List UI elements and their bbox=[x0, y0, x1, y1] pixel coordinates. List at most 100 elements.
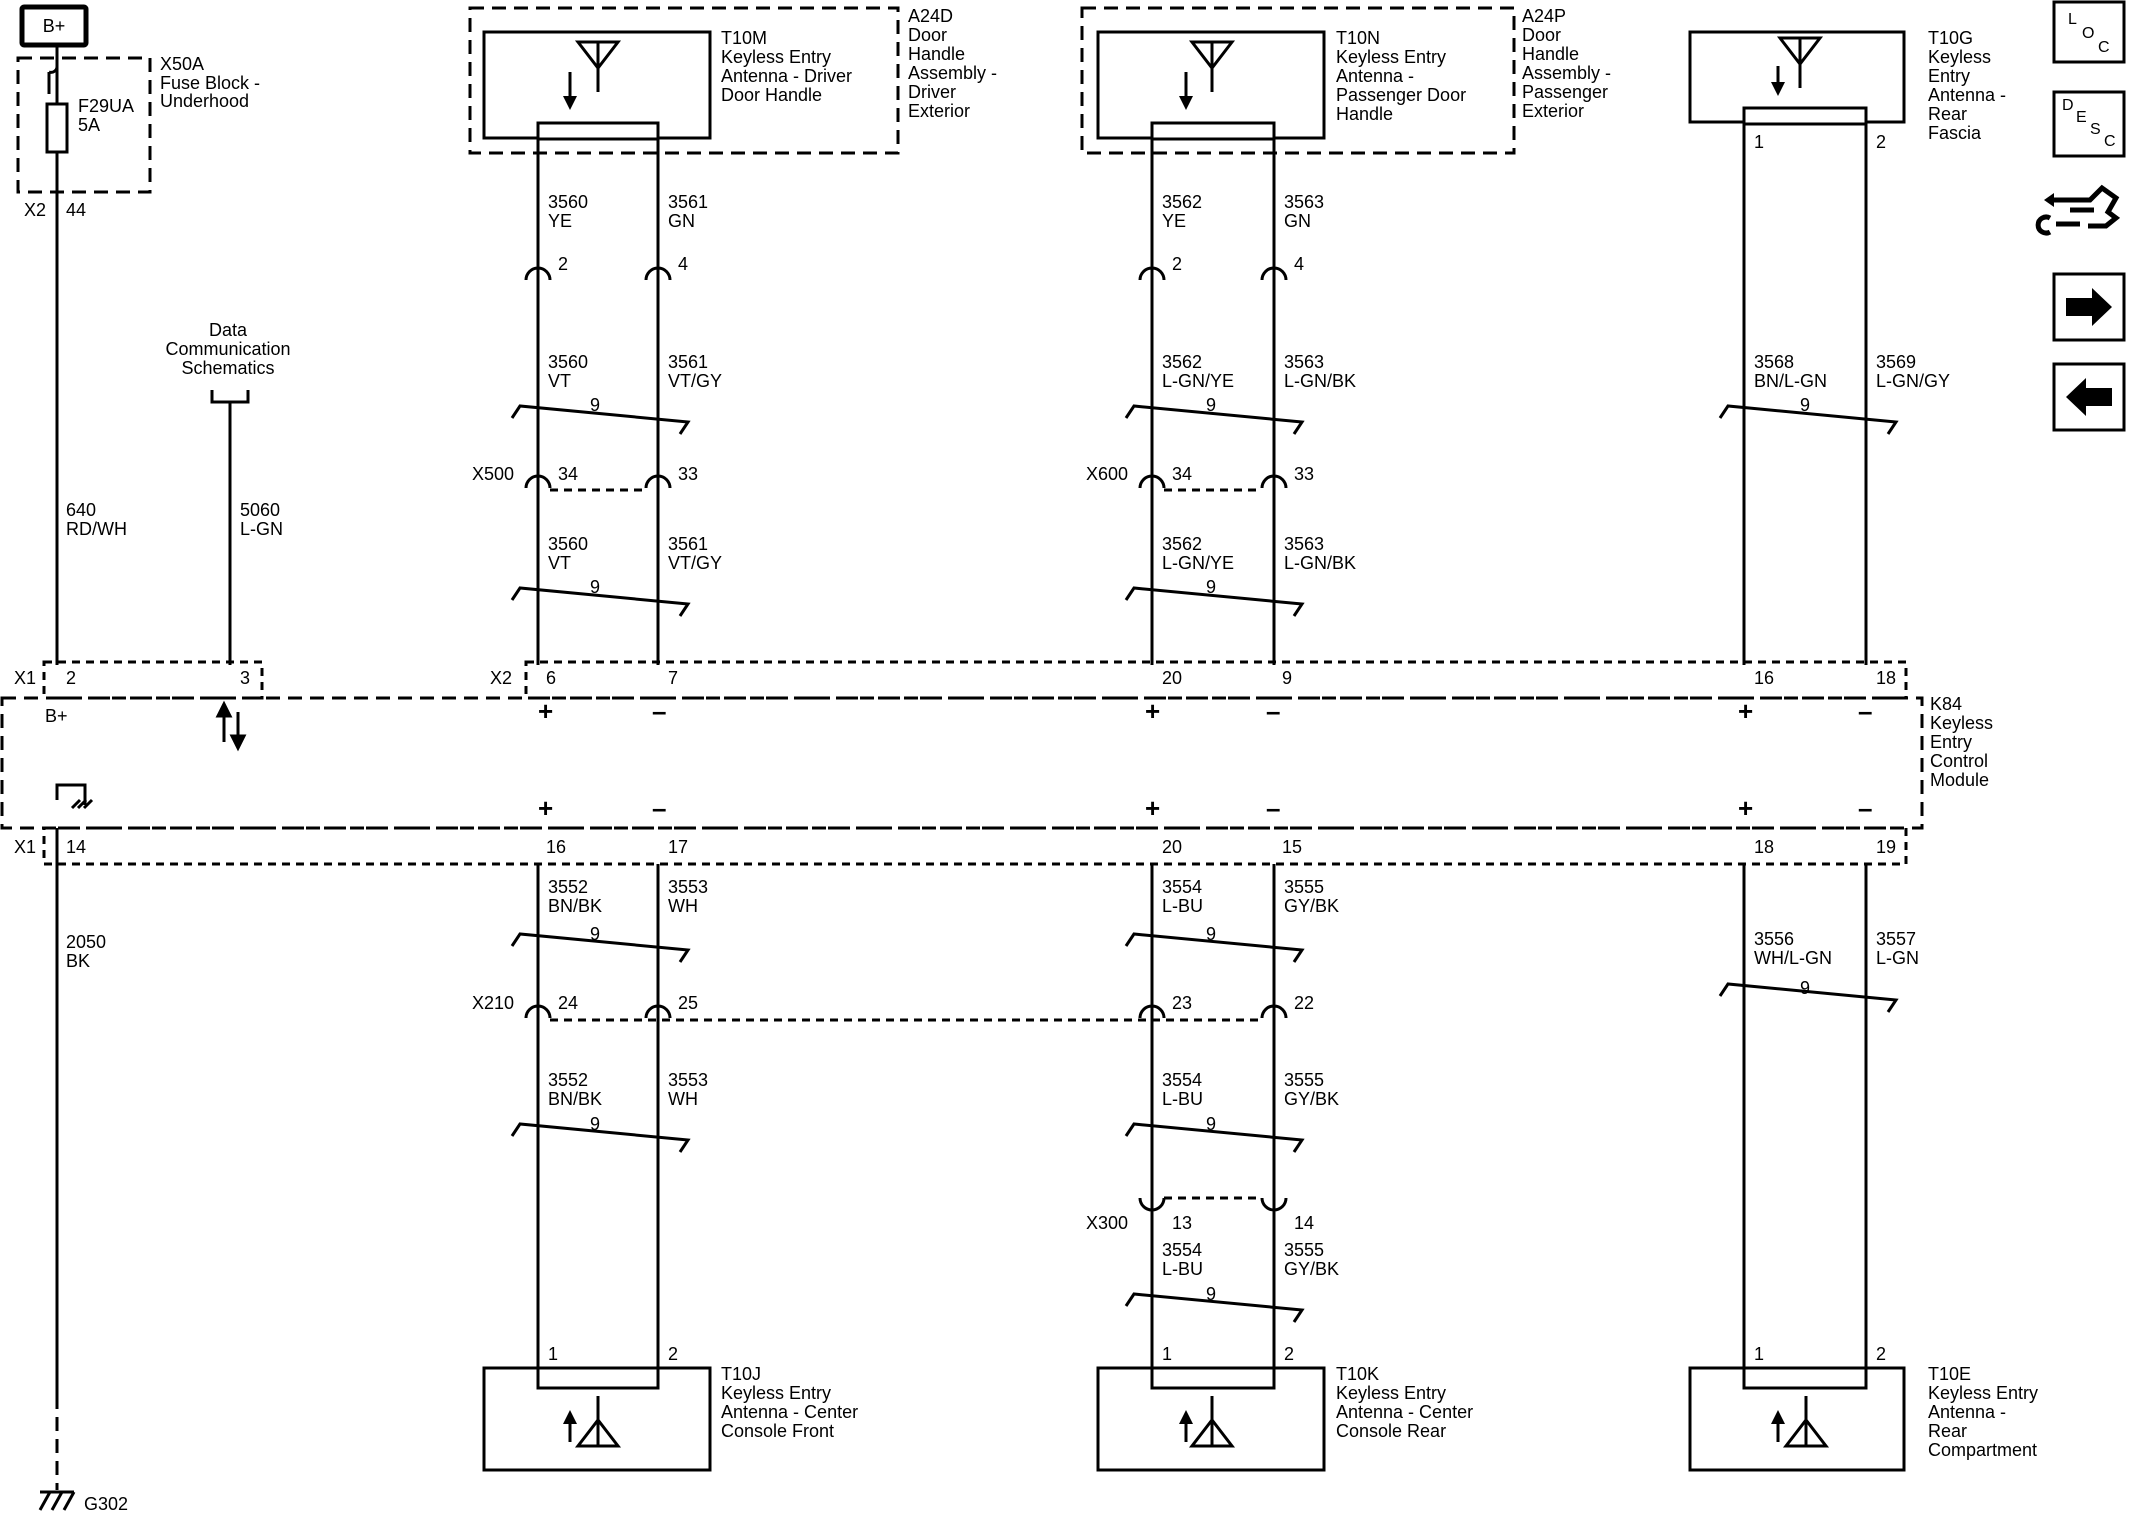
svg-text:3561: 3561 bbox=[668, 534, 708, 554]
svg-text:25: 25 bbox=[678, 993, 698, 1013]
svg-text:3569: 3569 bbox=[1876, 352, 1916, 372]
next-page-button[interactable] bbox=[2052, 272, 2126, 342]
svg-text:–: – bbox=[1266, 793, 1280, 823]
svg-text:3563: 3563 bbox=[1284, 352, 1324, 372]
keyless-entry-control-module: K84 Keyless Entry Control Module B+ X1 2… bbox=[0, 660, 1993, 866]
svg-text:L: L bbox=[2068, 11, 2077, 28]
svg-text:L-GN: L-GN bbox=[240, 519, 283, 539]
svg-text:T10G: T10G bbox=[1928, 28, 1973, 48]
svg-text:2: 2 bbox=[668, 1344, 678, 1364]
desc-button[interactable]: D E S C bbox=[2052, 90, 2126, 158]
svg-text:9: 9 bbox=[590, 1114, 600, 1134]
inline-connector-x210: X210 24 25 23 22 bbox=[472, 993, 1314, 1022]
antenna-t10e-rear-compartment: 1 2 T10E Keyless Entry Antenna - Rear Co… bbox=[1688, 1344, 2038, 1472]
svg-text:Exterior: Exterior bbox=[1522, 101, 1584, 121]
module-connector-x1-bottom bbox=[42, 826, 1908, 866]
loc-button[interactable]: L O C bbox=[2052, 0, 2126, 64]
svg-text:33: 33 bbox=[1294, 464, 1314, 484]
svg-text:34: 34 bbox=[1172, 464, 1192, 484]
svg-text:C: C bbox=[2098, 39, 2110, 56]
svg-text:X50A: X50A bbox=[160, 54, 204, 74]
svg-text:+: + bbox=[1738, 793, 1753, 823]
svg-text:GN: GN bbox=[1284, 211, 1311, 231]
svg-text:X2: X2 bbox=[24, 200, 46, 220]
svg-text:1: 1 bbox=[548, 1344, 558, 1364]
svg-text:2050: 2050 bbox=[66, 932, 106, 952]
svg-text:S: S bbox=[2090, 121, 2101, 138]
svg-text:20: 20 bbox=[1162, 668, 1182, 688]
svg-text:GN: GN bbox=[668, 211, 695, 231]
svg-text:33: 33 bbox=[678, 464, 698, 484]
svg-text:3561: 3561 bbox=[668, 192, 708, 212]
svg-text:640: 640 bbox=[66, 500, 96, 520]
arrow-right-icon bbox=[2066, 288, 2112, 326]
svg-text:GY/BK: GY/BK bbox=[1284, 896, 1339, 916]
svg-text:L-GN/YE: L-GN/YE bbox=[1162, 371, 1234, 391]
svg-text:–: – bbox=[652, 696, 666, 726]
loc-icon: L O C bbox=[2068, 11, 2110, 56]
svg-text:34: 34 bbox=[558, 464, 578, 484]
svg-text:4: 4 bbox=[678, 254, 688, 274]
svg-text:Passenger Door: Passenger Door bbox=[1336, 85, 1466, 105]
svg-text:6: 6 bbox=[546, 668, 556, 688]
svg-text:9: 9 bbox=[1206, 1114, 1216, 1134]
antenna-t10g-rear-fascia: T10G Keyless Entry Antenna - Rear Fascia… bbox=[1688, 28, 2006, 152]
wrench-hand-button[interactable] bbox=[2035, 184, 2121, 236]
wrench-hand-icon bbox=[2035, 184, 2121, 236]
wires-t10m bbox=[510, 139, 691, 665]
svg-text:3556: 3556 bbox=[1754, 929, 1794, 949]
svg-text:L-BU: L-BU bbox=[1162, 896, 1203, 916]
svg-text:–: – bbox=[1266, 696, 1280, 726]
svg-text:3562: 3562 bbox=[1162, 352, 1202, 372]
bidirectional-data-icon bbox=[215, 700, 247, 752]
svg-text:17: 17 bbox=[668, 837, 688, 857]
previous-page-button[interactable] bbox=[2052, 362, 2126, 432]
svg-text:3552: 3552 bbox=[548, 1070, 588, 1090]
svg-text:18: 18 bbox=[1754, 837, 1774, 857]
svg-text:Keyless: Keyless bbox=[1930, 713, 1993, 733]
svg-text:VT: VT bbox=[548, 371, 571, 391]
svg-text:Driver: Driver bbox=[908, 82, 956, 102]
antenna-t10m-driver-door: T10M Keyless Entry Antenna - Driver Door… bbox=[468, 6, 997, 155]
svg-text:+: + bbox=[538, 793, 553, 823]
svg-text:9: 9 bbox=[590, 924, 600, 944]
svg-text:13: 13 bbox=[1172, 1213, 1192, 1233]
svg-text:Handle: Handle bbox=[1522, 44, 1579, 64]
svg-text:Underhood: Underhood bbox=[160, 91, 249, 111]
svg-text:T10J: T10J bbox=[721, 1364, 761, 1384]
svg-text:A24D: A24D bbox=[908, 6, 953, 26]
svg-text:B+: B+ bbox=[45, 706, 68, 726]
svg-text:14: 14 bbox=[1294, 1213, 1314, 1233]
svg-text:3562: 3562 bbox=[1162, 192, 1202, 212]
wires-t10e bbox=[1718, 864, 1899, 1370]
svg-text:3557: 3557 bbox=[1876, 929, 1916, 949]
svg-text:Handle: Handle bbox=[908, 44, 965, 64]
svg-text:G302: G302 bbox=[84, 1494, 128, 1514]
svg-text:+: + bbox=[1145, 696, 1160, 726]
svg-text:3: 3 bbox=[240, 668, 250, 688]
svg-text:K84: K84 bbox=[1930, 694, 1962, 714]
antenna-t10k-center-console-rear: 1 2 T10K Keyless Entry Antenna - Center … bbox=[1096, 1344, 1473, 1472]
svg-text:Fascia: Fascia bbox=[1928, 123, 1982, 143]
svg-text:T10N: T10N bbox=[1336, 28, 1380, 48]
wires-t10n bbox=[1124, 139, 1305, 665]
svg-text:Door: Door bbox=[1522, 25, 1561, 45]
svg-text:2: 2 bbox=[1284, 1344, 1294, 1364]
svg-text:D: D bbox=[2062, 97, 2074, 114]
svg-text:X1: X1 bbox=[14, 668, 36, 688]
svg-text:Keyless Entry: Keyless Entry bbox=[1336, 1383, 1446, 1403]
svg-text:Schematics: Schematics bbox=[181, 358, 274, 378]
svg-text:5A: 5A bbox=[78, 115, 100, 135]
svg-text:T10E: T10E bbox=[1928, 1364, 1971, 1384]
svg-text:2: 2 bbox=[1876, 1344, 1886, 1364]
svg-text:14: 14 bbox=[66, 837, 86, 857]
svg-text:B+: B+ bbox=[43, 16, 66, 36]
svg-text:Keyless Entry: Keyless Entry bbox=[1336, 47, 1446, 67]
svg-text:Module: Module bbox=[1930, 770, 1989, 790]
svg-text:Antenna -: Antenna - bbox=[1336, 66, 1414, 86]
svg-text:1: 1 bbox=[1162, 1344, 1172, 1364]
fuse-symbol bbox=[45, 102, 69, 154]
svg-text:9: 9 bbox=[1206, 577, 1216, 597]
svg-text:WH: WH bbox=[668, 1089, 698, 1109]
desc-icon: D E S C bbox=[2062, 97, 2116, 150]
